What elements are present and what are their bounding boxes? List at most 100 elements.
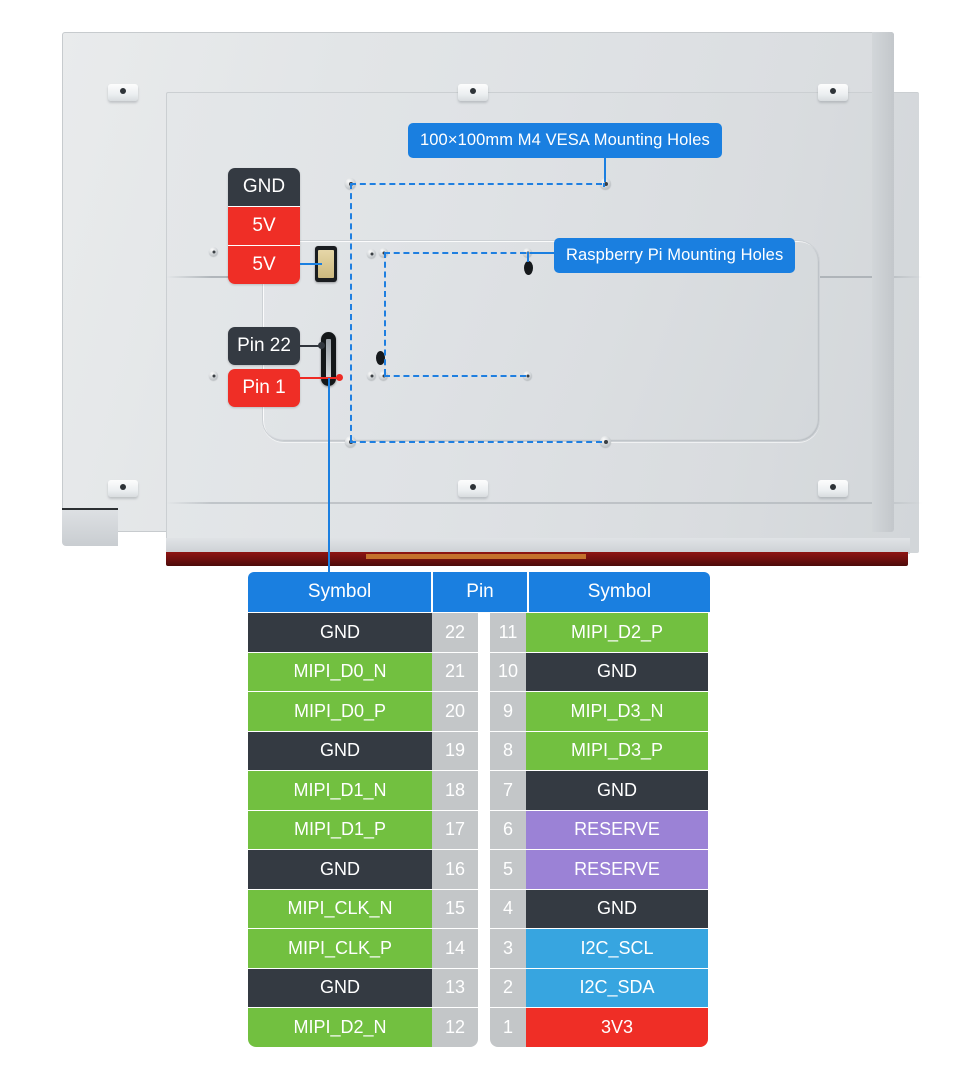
- cell-symbol-left: GND: [248, 731, 432, 770]
- standoff-bump-bottom-right: [818, 480, 848, 497]
- cell-symbol-left: MIPI_CLK_P: [248, 929, 432, 968]
- rpi-guide-top: [384, 252, 526, 254]
- badge-pin-22: Pin 22: [228, 327, 300, 365]
- rpi-guide-bottom: [384, 375, 526, 377]
- cell-symbol-left: MIPI_D0_N: [248, 652, 432, 691]
- cell-symbol-right: RESERVE: [526, 810, 708, 849]
- cell-pin-left: 18: [432, 771, 478, 810]
- cell-pin-left: 12: [432, 1008, 478, 1047]
- badge-pin-1: Pin 1: [228, 369, 300, 407]
- vesa-hole-bottom-right: [600, 436, 611, 447]
- standoff-bump-top-right: [818, 84, 848, 101]
- cell-pin-right: 4: [490, 889, 526, 928]
- callout-vesa-mounting-holes: 100×100mm M4 VESA Mounting Holes: [408, 123, 722, 158]
- column-gap: [478, 771, 490, 810]
- cell-symbol-right: GND: [526, 771, 708, 810]
- header-symbol-right: Symbol: [528, 572, 710, 612]
- column-gap: [478, 613, 490, 652]
- column-gap: [478, 889, 490, 928]
- cell-pin-right: 9: [490, 692, 526, 731]
- cell-pin-left: 16: [432, 850, 478, 889]
- column-gap: [478, 850, 490, 889]
- cell-symbol-left: MIPI_D2_N: [248, 1008, 432, 1047]
- monitor-chassis: [62, 32, 922, 566]
- vesa-guide-right: [603, 183, 605, 187]
- cable-pass-hole-lower: [376, 351, 385, 365]
- dsi-fpc-power-connector: [315, 246, 337, 282]
- badge-pin1-leader: [300, 377, 340, 379]
- rpi-guide-right: [527, 252, 529, 262]
- vesa-guide-bottom: [350, 441, 602, 443]
- cell-symbol-right: GND: [526, 652, 708, 691]
- backplate-seam-lower: [166, 502, 922, 504]
- cell-pin-right: 1: [490, 1008, 526, 1047]
- callout-rpi-mounting-holes: Raspberry Pi Mounting Holes: [554, 238, 796, 273]
- pocket-screw-left-bottom: [209, 371, 218, 380]
- cell-pin-right: 11: [490, 613, 526, 652]
- callout-rpi-leader: [530, 252, 556, 254]
- cell-pin-right: 7: [490, 771, 526, 810]
- cell-symbol-right: MIPI_D3_N: [526, 692, 708, 731]
- badge-gnd: GND: [228, 168, 300, 206]
- cell-pin-right: 6: [490, 810, 526, 849]
- cell-symbol-right: MIPI_D2_P: [526, 613, 708, 652]
- cell-pin-right: 10: [490, 652, 526, 691]
- cell-pin-left: 17: [432, 810, 478, 849]
- monitor-lower-lip: [166, 538, 910, 554]
- cell-pin-left: 15: [432, 889, 478, 928]
- cell-pin-right: 5: [490, 850, 526, 889]
- cell-pin-left: 19: [432, 731, 478, 770]
- connector-to-table-leader: [328, 378, 330, 572]
- cell-symbol-left: MIPI_D1_P: [248, 810, 432, 849]
- cell-symbol-right: I2C_SCL: [526, 929, 708, 968]
- display-bottom-strip: [166, 552, 908, 566]
- cell-symbol-left: MIPI_D1_N: [248, 771, 432, 810]
- cell-symbol-right: 3V3: [526, 1008, 708, 1047]
- product-photo: 100×100mm M4 VESA Mounting Holes Raspber…: [62, 32, 922, 572]
- monitor-bottom-left-leg: [62, 508, 118, 546]
- header-symbol-left: Symbol: [248, 572, 432, 612]
- badge-5v-b: 5V: [228, 245, 300, 284]
- header-pin: Pin: [431, 572, 529, 612]
- cell-symbol-left: GND: [248, 968, 432, 1007]
- badge-5v-leader: [300, 263, 322, 265]
- standoff-bump-bottom-center: [458, 480, 488, 497]
- badge-5v-a: 5V: [228, 206, 300, 245]
- rpi-hole-bottom-left: [379, 371, 388, 380]
- dsi-pin-badges: Pin 22 Pin 1: [228, 327, 300, 407]
- cell-symbol-right: RESERVE: [526, 850, 708, 889]
- cell-pin-right: 3: [490, 929, 526, 968]
- column-gap: [478, 968, 490, 1007]
- cell-symbol-right: GND: [526, 889, 708, 928]
- standoff-bump-bottom-left: [108, 480, 138, 497]
- cell-symbol-left: GND: [248, 613, 432, 652]
- table-header-row: Symbol Pin Symbol: [248, 572, 710, 612]
- cell-symbol-left: MIPI_CLK_N: [248, 889, 432, 928]
- callout-vesa-leader: [604, 152, 606, 182]
- cell-pin-left: 14: [432, 929, 478, 968]
- pocket-screw-inner-top: [367, 249, 376, 258]
- cell-pin-right: 2: [490, 968, 526, 1007]
- cell-pin-left: 21: [432, 652, 478, 691]
- cell-symbol-right: I2C_SDA: [526, 968, 708, 1007]
- column-gap: [478, 692, 490, 731]
- vesa-hole-top-right: [600, 178, 611, 189]
- cell-pin-left: 20: [432, 692, 478, 731]
- cell-symbol-left: GND: [248, 850, 432, 889]
- cell-pin-right: 8: [490, 731, 526, 770]
- vesa-guide-top: [350, 183, 602, 185]
- cell-symbol-left: MIPI_D0_P: [248, 692, 432, 731]
- rpi-hole-top-left: [379, 248, 388, 257]
